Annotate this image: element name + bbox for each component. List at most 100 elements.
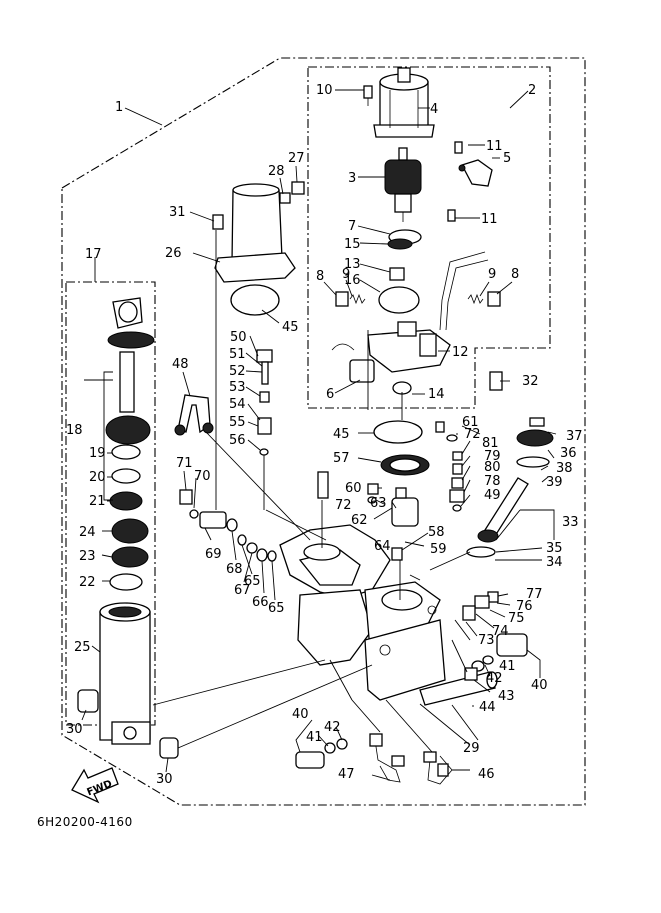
label-79: 79 [484, 449, 501, 464]
label-62: 62 [351, 513, 368, 528]
label-75: 75 [508, 611, 525, 626]
oring-45-upper [230, 284, 280, 316]
washer-65-left [237, 534, 247, 546]
label-18: 18 [66, 423, 83, 438]
screw-51 [261, 361, 269, 385]
fitting-48a [174, 424, 186, 436]
pump-body [279, 524, 446, 701]
label-24: 24 [79, 525, 96, 540]
brush-8-right [487, 291, 501, 307]
screw-11-upper [454, 141, 463, 154]
oring-49 [452, 504, 462, 512]
reservoir-26 [214, 183, 296, 283]
assembly-17-boundary [65, 281, 156, 726]
label-25: 25 [74, 640, 91, 655]
fitting-48b [202, 422, 214, 434]
label-5: 5 [503, 151, 511, 166]
label-38: 38 [556, 461, 573, 476]
label-34: 34 [546, 555, 563, 570]
label-46: 46 [478, 767, 495, 782]
bushing-30-left [77, 689, 99, 713]
washer-65-right [267, 550, 277, 562]
label-40-right: 40 [531, 678, 548, 693]
label-57: 57 [333, 451, 350, 466]
label-42-lower: 42 [324, 720, 341, 735]
leader-lines [81, 89, 557, 781]
label-16: 16 [344, 273, 361, 288]
label-43: 43 [498, 689, 515, 704]
tilt-rod-18 [105, 297, 155, 445]
label-7: 7 [348, 219, 356, 234]
label-13: 13 [344, 257, 361, 272]
screw-61 [435, 421, 445, 433]
label-77: 77 [526, 587, 543, 602]
label-67: 67 [234, 583, 251, 598]
label-39: 39 [546, 475, 563, 490]
oring-38 [516, 456, 550, 468]
plug-28 [279, 192, 291, 204]
label-49: 49 [484, 488, 501, 503]
label-42-right: 42 [486, 671, 503, 686]
valve-33 [477, 477, 529, 543]
plug-27 [291, 181, 305, 195]
label-44: 44 [479, 700, 496, 715]
pin-62 [317, 471, 329, 499]
valve-54 [257, 417, 272, 435]
fwd-arrow: FWD [71, 767, 119, 804]
filler-cap-36 [516, 417, 554, 447]
bolt-50 [256, 349, 273, 363]
label-56: 56 [229, 433, 246, 448]
part-78 [449, 489, 465, 503]
screw-71 [179, 489, 193, 505]
label-31: 31 [169, 205, 186, 220]
lead-wire [439, 251, 486, 331]
label-60: 60 [345, 481, 362, 496]
label-1: 1 [115, 100, 123, 115]
label-76: 76 [516, 599, 533, 614]
plug-58 [391, 547, 403, 561]
label-33: 33 [562, 515, 579, 530]
label-47: 47 [338, 767, 355, 782]
label-21: 21 [89, 494, 106, 509]
hose-47 [374, 739, 401, 783]
seal-15 [387, 238, 413, 250]
oring-45-lower [373, 420, 423, 444]
label-32: 32 [522, 374, 539, 389]
label-64: 64 [374, 539, 391, 554]
label-74: 74 [492, 624, 509, 639]
oring-68 [226, 518, 238, 532]
part-76 [474, 595, 490, 609]
assembly-1-boundary [61, 57, 586, 806]
label-41-right: 41 [499, 659, 516, 674]
label-65-left: 65 [244, 574, 261, 589]
label-26: 26 [165, 246, 182, 261]
label-11-upper: 11 [486, 139, 503, 154]
label-52: 52 [229, 364, 246, 379]
label-78: 78 [484, 474, 501, 489]
label-45-lower: 45 [333, 427, 350, 442]
label-53: 53 [229, 380, 246, 395]
oring-16 [378, 286, 420, 314]
label-4: 4 [430, 102, 438, 117]
label-8-right: 8 [511, 267, 519, 282]
oring-22 [109, 573, 143, 591]
label-3: 3 [348, 171, 356, 186]
oring-20 [111, 468, 141, 484]
label-11-lower: 11 [481, 212, 498, 227]
hose-48 [177, 394, 211, 434]
label-30-right: 30 [156, 772, 173, 787]
bolt-31 [212, 214, 224, 230]
oring-19 [111, 444, 141, 460]
label-12: 12 [452, 345, 469, 360]
label-51: 51 [229, 347, 246, 362]
label-58: 58 [428, 525, 445, 540]
label-65-right: 65 [268, 601, 285, 616]
label-36: 36 [560, 446, 577, 461]
label-9-left: 9 [342, 267, 350, 282]
label-17: 17 [85, 247, 102, 262]
label-30-left: 30 [66, 722, 83, 737]
label-48: 48 [172, 357, 189, 372]
label-8-left: 8 [316, 269, 324, 284]
screw-11-lower [447, 209, 456, 222]
plunger-69 [199, 511, 227, 529]
